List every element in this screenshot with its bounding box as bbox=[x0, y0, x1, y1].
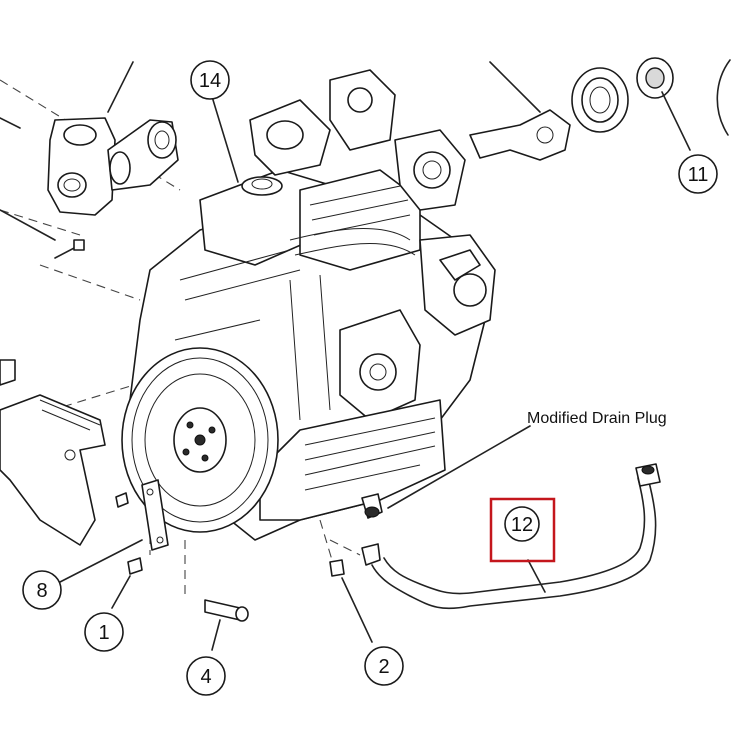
nut-item-2 bbox=[329, 559, 345, 577]
callout-1: 1 bbox=[84, 612, 124, 652]
bolt-item-1 bbox=[115, 492, 143, 575]
bracket-upper-right bbox=[469, 109, 571, 161]
svg-text:1: 1 bbox=[98, 622, 109, 644]
mounting-bracket-left bbox=[0, 359, 106, 546]
svg-text:8: 8 bbox=[36, 580, 47, 602]
bolt-upper-left bbox=[54, 239, 85, 259]
callout-14: 14 bbox=[190, 60, 230, 100]
svg-text:12: 12 bbox=[511, 514, 533, 536]
seal-ring bbox=[571, 67, 629, 133]
edge-curve-right bbox=[716, 59, 731, 136]
link-bracket bbox=[141, 479, 169, 551]
leader-lines bbox=[0, 61, 691, 651]
callout-8: 8 bbox=[22, 570, 62, 610]
svg-text:4: 4 bbox=[200, 666, 211, 688]
callout-11: 11 bbox=[678, 154, 718, 194]
drain-hose bbox=[361, 463, 661, 610]
svg-text:14: 14 bbox=[199, 70, 221, 92]
annotation-modified-drain-plug: Modified Drain Plug bbox=[527, 410, 667, 427]
callout-2: 2 bbox=[364, 646, 404, 686]
svg-text:2: 2 bbox=[378, 656, 389, 678]
highlight-box bbox=[489, 497, 556, 563]
flywheel bbox=[121, 347, 279, 533]
svg-text:11: 11 bbox=[688, 164, 709, 186]
stud-item-4 bbox=[204, 599, 249, 622]
bearing-item-11 bbox=[636, 57, 674, 99]
exhaust-manifold bbox=[47, 117, 179, 216]
callout-12-highlighted: 12 bbox=[489, 497, 556, 563]
callout-4: 4 bbox=[186, 656, 226, 696]
drain-plug bbox=[361, 493, 383, 519]
